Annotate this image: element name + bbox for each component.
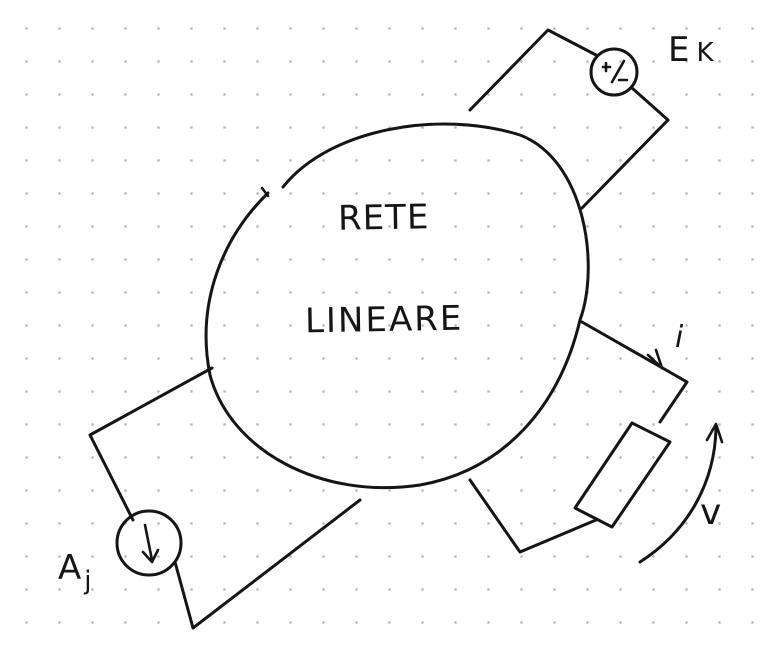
current-source-subscript: j (84, 566, 93, 596)
voltage-arc-arrow (638, 426, 718, 564)
resistor (573, 421, 672, 529)
network-label-lineare: LINEARE (304, 298, 464, 342)
network-blob-gap-mark (260, 186, 270, 198)
network-blob (204, 122, 590, 490)
voltage-source-circle (589, 47, 639, 97)
current-source-letter: A (58, 548, 83, 588)
current-label: i (675, 320, 685, 355)
voltage-label: v (700, 492, 723, 533)
current-arrow (646, 348, 664, 370)
voltage-source-letter: E (668, 30, 691, 70)
port-wire-top (580, 320, 689, 424)
current-source-arrow (141, 523, 160, 564)
current-source-label: Aj (58, 548, 93, 596)
network-label-rete: RETE (337, 197, 430, 239)
voltage-arc-arrowhead (705, 422, 724, 444)
current-source-circle (115, 509, 183, 577)
voltage-source-subscript: K (696, 38, 715, 68)
port-wire-bottom (468, 478, 598, 554)
voltage-source-symbol (601, 59, 629, 84)
current-source-wire (88, 366, 214, 522)
voltage-source-wire-return (580, 86, 670, 210)
voltage-source-wire (468, 28, 598, 112)
current-source-wire-return (173, 498, 362, 630)
